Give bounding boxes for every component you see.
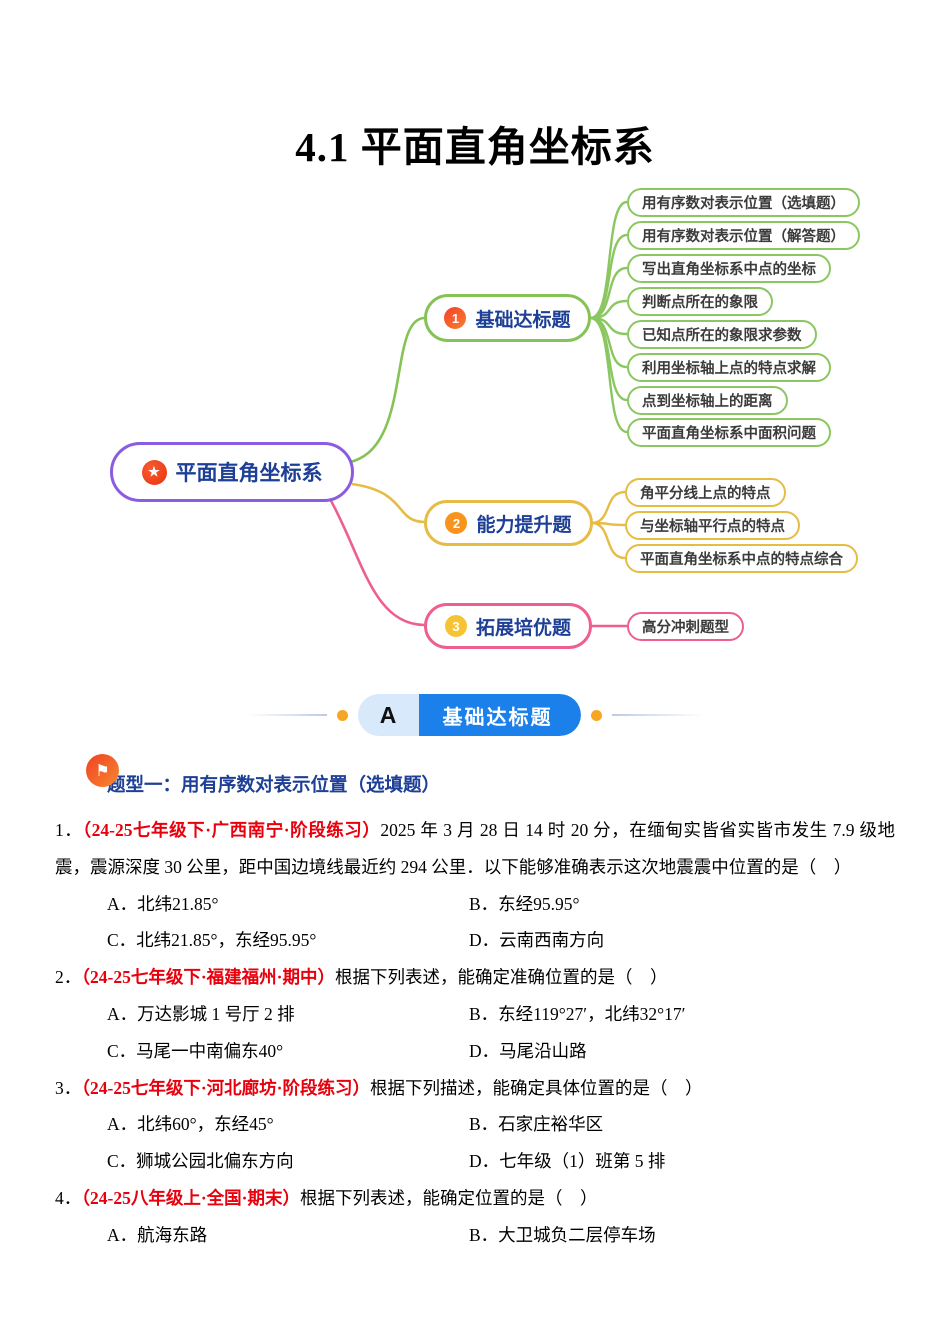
option-c: C．北纬21.85°，东经95.95°: [107, 930, 317, 951]
question-stem: 1．（24-25七年级下·广西南宁·阶段练习）2025 年 3 月 28 日 1…: [55, 812, 895, 886]
dot-icon: [590, 709, 602, 721]
mindmap-branch-label: 拓展培优题: [475, 617, 571, 639]
mindmap-branch-extension: 3 拓展培优题: [424, 603, 592, 649]
option-d: D．马尾沿山路: [469, 1040, 587, 1061]
mindmap-leaf: 平面直角坐标系中面积问题: [627, 418, 831, 447]
dot-icon: [336, 709, 348, 721]
option-grid: A．北纬60°，东经45° B．石家庄裕华区 C．狮城公园北偏东方向 D．七年级…: [55, 1106, 895, 1180]
option-grid: A．万达影城 1 号厅 2 排 B．东经119°27′，北纬32°17′ C．马…: [55, 996, 895, 1070]
mindmap-leaf: 判断点所在的象限: [627, 287, 773, 316]
question-number: 1．: [55, 820, 83, 840]
question-stem: 2．（24-25七年级下·福建福州·期中）根据下列表述，能确定准确位置的是（ ）: [55, 959, 895, 996]
star-icon: ★: [141, 459, 167, 485]
mindmap-root-label: 平面直角坐标系: [175, 462, 323, 485]
mindmap-branch-ability: 2 能力提升题: [424, 500, 593, 546]
question-stem: 3．（24-25七年级下·河北廊坊·阶段练习）根据下列描述，能确定具体位置的是（…: [55, 1070, 895, 1107]
option-a: A．航海东路: [107, 1224, 208, 1245]
question: 3．（24-25七年级下·河北廊坊·阶段练习）根据下列描述，能确定具体位置的是（…: [55, 1070, 895, 1180]
section-title: 基础达标题: [418, 694, 581, 736]
option-a: A．北纬21.85°: [107, 893, 219, 914]
question-source: （24-25七年级下·福建福州·期中）: [81, 967, 335, 988]
section-badge: A 基础达标题: [357, 694, 581, 736]
question-number: 4．: [55, 1187, 82, 1208]
mindmap-leaf: 平面直角坐标系中点的特点综合: [625, 544, 858, 573]
question-list: 1．（24-25七年级下·广西南宁·阶段练习）2025 年 3 月 28 日 1…: [55, 812, 895, 1254]
question-number: 3．: [55, 1077, 82, 1098]
mindmap-leaf: 角平分线上点的特点: [625, 478, 786, 507]
question-source: （24-25八年级上·全国·期末）: [81, 1187, 300, 1208]
option-b: B．大卫城负二层停车场: [469, 1224, 656, 1245]
mindmap-branch-label: 基础达标题: [475, 309, 571, 331]
option-d: D．云南西南方向: [469, 930, 605, 951]
option-grid: A．航海东路 B．大卫城负二层停车场: [55, 1217, 895, 1254]
section-letter: A: [357, 694, 419, 736]
divider-line: [246, 714, 327, 716]
mindmap-leaf: 用有序数对表示位置（选填题）: [627, 188, 860, 217]
mindmap-leaf: 写出直角坐标系中点的坐标: [627, 254, 831, 283]
mindmap-leaf: 点到坐标轴上的距离: [627, 386, 788, 415]
option-b: B．东经95.95°: [469, 893, 580, 914]
mindmap-leaf: 用有序数对表示位置（解答题）: [627, 221, 860, 250]
question-text: 根据下列表述，能确定准确位置的是（ ）: [335, 967, 668, 988]
badge-2-icon: 2: [445, 512, 468, 534]
divider-line: [611, 714, 704, 716]
badge-1-icon: 1: [444, 307, 467, 329]
option-grid: A．北纬21.85° B．东经95.95° C．北纬21.85°，东经95.95…: [55, 886, 895, 960]
question-number: 2．: [55, 967, 82, 988]
question-stem: 4．（24-25八年级上·全国·期末）根据下列表述，能确定位置的是（ ）: [55, 1180, 895, 1217]
option-d: D．七年级（1）班第 5 排: [469, 1151, 666, 1172]
question-text: 根据下列表述，能确定位置的是（ ）: [300, 1187, 598, 1208]
question-source: （24-25七年级下·广西南宁·阶段练习）: [82, 820, 381, 840]
mindmap-leaf: 已知点所在的象限求参数: [627, 320, 817, 349]
option-c: C．马尾一中南偏东40°: [107, 1040, 284, 1061]
option-a: A．北纬60°，东经45°: [107, 1114, 274, 1135]
question: 1．（24-25七年级下·广西南宁·阶段练习）2025 年 3 月 28 日 1…: [55, 812, 895, 959]
topic-heading: ⚑ 题型一：用有序数对表示位置（选填题）: [86, 754, 440, 797]
question-source: （24-25七年级下·河北廊坊·阶段练习）: [81, 1077, 370, 1098]
question-text: 根据下列描述，能确定具体位置的是（ ）: [370, 1077, 703, 1098]
option-a: A．万达影城 1 号厅 2 排: [107, 1003, 295, 1024]
mindmap-root-node: ★ 平面直角坐标系: [110, 442, 354, 502]
question: 4．（24-25八年级上·全国·期末）根据下列表述，能确定位置的是（ ） A．航…: [55, 1180, 895, 1254]
badge-3-icon: 3: [444, 615, 467, 637]
page-title: 4.1 平面直角坐标系: [295, 124, 655, 170]
topic-title: 题型一：用有序数对表示位置（选填题）: [107, 774, 441, 795]
mindmap-branch-basic: 1 基础达标题: [424, 294, 591, 342]
flag-icon: ⚑: [86, 754, 119, 787]
mindmap-leaf: 与坐标轴平行点的特点: [625, 511, 800, 540]
option-b: B．东经119°27′，北纬32°17′: [469, 1003, 686, 1024]
mindmap-leaf: 高分冲刺题型: [627, 612, 744, 641]
mindmap-branch-label: 能力提升题: [476, 514, 572, 536]
mindmap: ★ 平面直角坐标系 1 基础达标题 2 能力提升题 3 拓展培优题 用有序数对表…: [110, 188, 860, 649]
mindmap-leaf: 利用坐标轴上点的特点求解: [627, 353, 831, 382]
section-header: A 基础达标题: [0, 694, 950, 736]
option-b: B．石家庄裕华区: [469, 1114, 604, 1135]
option-c: C．狮城公园北偏东方向: [107, 1151, 294, 1172]
question-text: 2025 年 3 月 28 日 14 时 20 分，在缅甸实皆省实皆市发生 7.…: [55, 820, 895, 877]
mindmap-connector-lines: [328, 200, 628, 628]
question: 2．（24-25七年级下·福建福州·期中）根据下列表述，能确定准确位置的是（ ）…: [55, 959, 895, 1069]
